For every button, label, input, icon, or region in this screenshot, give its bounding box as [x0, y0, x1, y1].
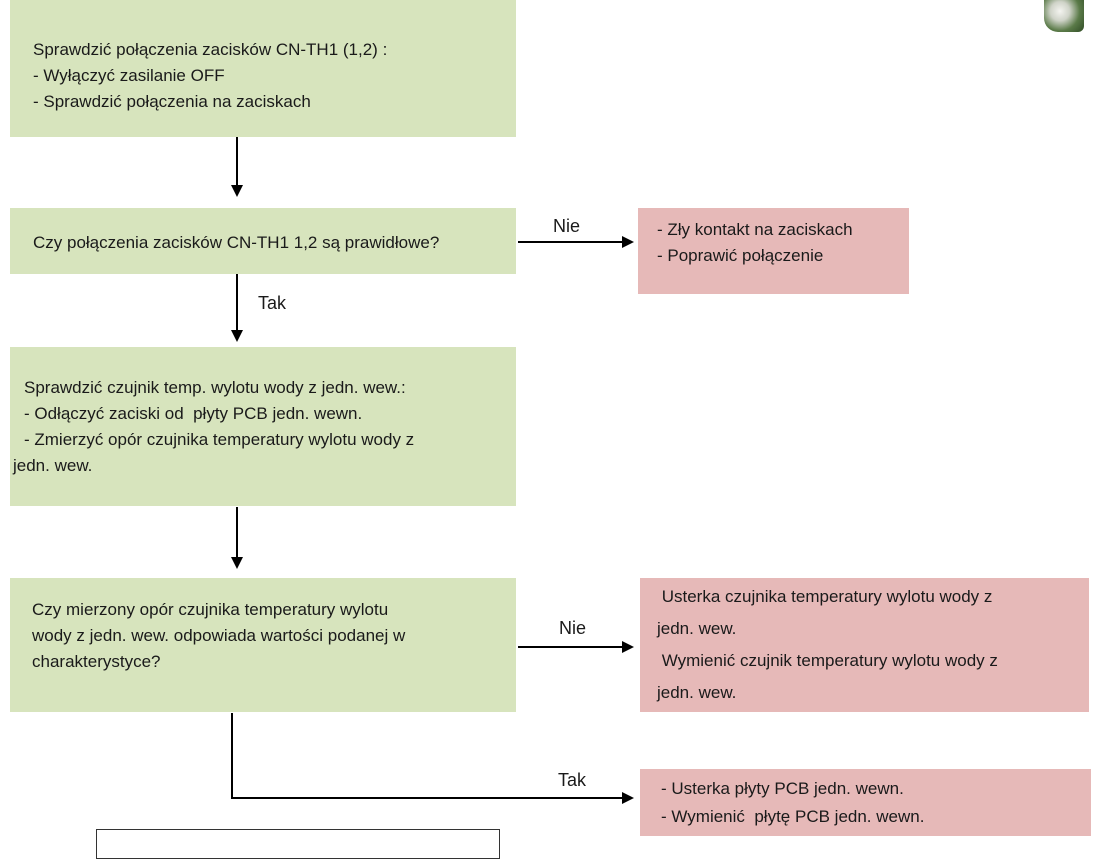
photo-thumbnail: [1044, 0, 1084, 32]
box-line: Sprawdzić połączenia zacisków CN-TH1 (1,…: [33, 40, 388, 59]
yes-label: Tak: [258, 293, 287, 313]
box-line: Wymienić czujnik temperatury wylotu wody…: [657, 651, 998, 670]
box-line: - Zmierzyć opór czujnika temperatury wyl…: [24, 430, 415, 449]
no-label: Nie: [553, 216, 581, 236]
box-line: - Poprawić połączenie: [657, 246, 824, 265]
box-line: Czy mierzony opór czujnika temperatury w…: [32, 600, 389, 619]
box-line: - Odłączyć zaciski od płyty PCB jedn. we…: [24, 404, 363, 423]
box-line: jedn. wew.: [657, 619, 737, 638]
box-line: charakterystyce?: [32, 652, 161, 671]
pcb-fault-box: - Usterka płyty PCB jedn. wewn. - Wymien…: [640, 769, 1091, 836]
box-line: Usterka czujnika temperatury wylotu wody…: [657, 587, 993, 606]
box-line: - Zły kontakt na zaciskach: [657, 220, 853, 239]
box-line: wody z jedn. wew. odpowiada wartości pod…: [32, 626, 406, 645]
check-connections-box: Sprawdzić połączenia zacisków CN-TH1 (1,…: [10, 0, 516, 137]
question-resistance-box: Czy mierzony opór czujnika temperatury w…: [10, 578, 516, 712]
box-line: Czy połączenia zacisków CN-TH1 1,2 są pr…: [33, 233, 440, 252]
no-label: Nie: [559, 618, 587, 638]
question-connections-box: Czy połączenia zacisków CN-TH1 1,2 są pr…: [10, 208, 516, 274]
box-line: - Wyłączyć zasilanie OFF: [33, 66, 225, 85]
box-line: Sprawdzić czujnik temp. wylotu wody z je…: [24, 378, 406, 397]
connectors: [231, 137, 634, 804]
box-line: - Wymienić płytę PCB jedn. wewn.: [661, 807, 925, 826]
box-line: jedn. wew.: [657, 683, 737, 702]
arrow-resistance-yes: [231, 713, 634, 804]
bad-contact-box: - Zły kontakt na zaciskach - Poprawić po…: [638, 208, 909, 294]
box-line: - Sprawdzić połączenia na zaciskach: [33, 92, 311, 111]
box-line: jedn. wew.: [13, 456, 93, 475]
yes-label: Tak: [558, 770, 587, 790]
outline-box: [96, 829, 500, 859]
sensor-fault-box: Usterka czujnika temperatury wylotu wody…: [640, 578, 1089, 712]
check-sensor-box: Sprawdzić czujnik temp. wylotu wody z je…: [10, 347, 516, 506]
box-line: - Usterka płyty PCB jedn. wewn.: [661, 779, 904, 798]
